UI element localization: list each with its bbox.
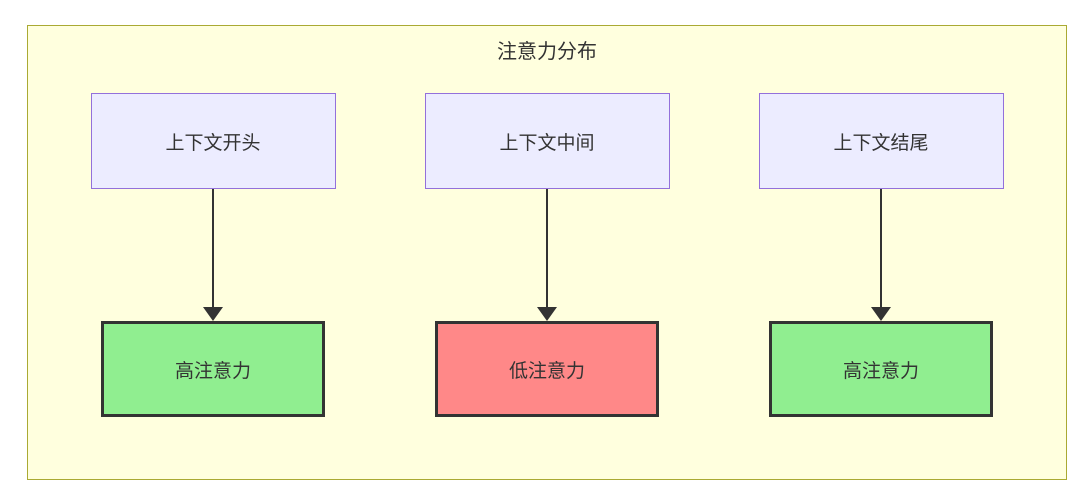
node-high-attention-2: 高注意力 <box>769 321 993 417</box>
node-low-attention: 低注意力 <box>435 321 659 417</box>
node-high-attention-1-label: 高注意力 <box>174 360 251 382</box>
node-high-attention-1: 高注意力 <box>101 321 325 417</box>
arrow-context-middle-to-low <box>537 189 557 321</box>
node-context-middle-label: 上下文中间 <box>499 132 595 154</box>
arrowhead-down-icon <box>203 307 223 321</box>
node-low-attention-label: 低注意力 <box>508 360 585 382</box>
arrow-context-start-to-high <box>203 189 223 321</box>
flow-columns-row: 上下文开头 高注意力 上下文中间 低注意力 上下文结 <box>28 93 1066 417</box>
flow-column-context-middle: 上下文中间 低注意力 <box>424 93 670 417</box>
flow-column-context-start: 上下文开头 高注意力 <box>90 93 336 417</box>
node-context-start-label: 上下文开头 <box>165 132 261 154</box>
arrow-line <box>212 189 214 307</box>
node-context-end: 上下文结尾 <box>758 93 1004 189</box>
arrow-line <box>546 189 548 307</box>
node-high-attention-2-label: 高注意力 <box>842 360 919 382</box>
flow-column-context-end: 上下文结尾 高注意力 <box>758 93 1004 417</box>
arrowhead-down-icon <box>537 307 557 321</box>
arrowhead-down-icon <box>871 307 891 321</box>
node-context-end-label: 上下文结尾 <box>833 132 929 154</box>
arrow-line <box>880 189 882 307</box>
diagram-title: 注意力分布 <box>497 41 597 63</box>
node-context-start: 上下文开头 <box>90 93 336 189</box>
arrow-context-end-to-high <box>871 189 891 321</box>
attention-distribution-diagram: 注意力分布 上下文开头 高注意力 上下文中间 低注意力 <box>27 25 1067 480</box>
node-context-middle: 上下文中间 <box>424 93 670 189</box>
